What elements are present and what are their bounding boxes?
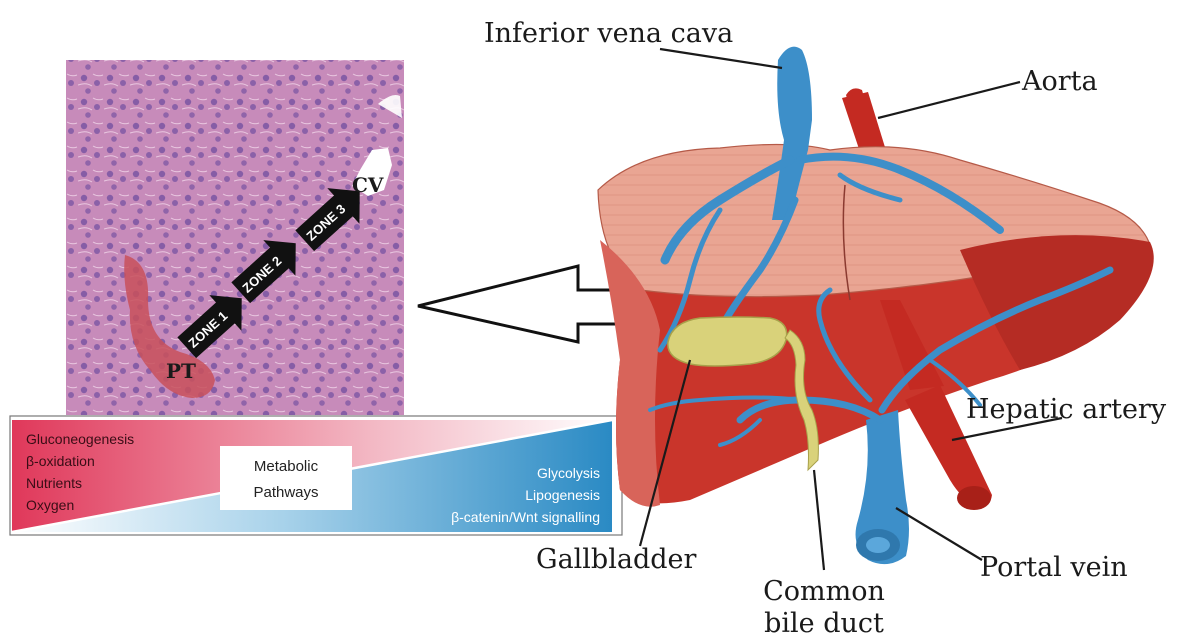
common-bile-duct-label-line2: bile duct xyxy=(764,608,884,639)
gallbladder-label: Gallbladder xyxy=(536,544,696,575)
right-item-glycolysis: Glycolysis xyxy=(537,465,600,481)
left-item-gluconeogenesis: Gluconeogenesis xyxy=(26,431,134,447)
hepatic-artery-label: Hepatic artery xyxy=(966,394,1167,425)
portal-triad-label: PT xyxy=(166,359,196,383)
liver-illustration xyxy=(598,47,1154,565)
right-item-lipogenesis: Lipogenesis xyxy=(525,487,600,503)
left-item-beta-oxidation: β-oxidation xyxy=(26,453,95,469)
gallbladder-organ xyxy=(668,317,787,366)
right-item-wnt-signalling: β-catenin/Wnt signalling xyxy=(451,509,600,525)
ivc-leader-line xyxy=(660,49,782,68)
pathways-title-line2: Pathways xyxy=(253,484,318,501)
histology-panel: ZONE 1 ZONE 2 ZONE 3 CV PT xyxy=(66,60,404,415)
portal-vein-label: Portal vein xyxy=(980,552,1128,583)
common-bile-duct-label-line1: Common xyxy=(763,576,885,607)
left-item-nutrients: Nutrients xyxy=(26,475,82,491)
left-item-oxygen: Oxygen xyxy=(26,497,74,513)
pathways-title-line1: Metabolic xyxy=(254,458,319,475)
central-vein-label: CV xyxy=(352,173,384,197)
inferior-vena-cava-label: Inferior vena cava xyxy=(484,18,733,49)
bile-duct-leader-line xyxy=(814,470,824,570)
aorta-label: Aorta xyxy=(1021,66,1098,97)
aorta-leader-line xyxy=(878,82,1020,118)
metabolic-gradient-bar: Metabolic Pathways Gluconeogenesis β-oxi… xyxy=(10,416,622,535)
tissue-section-image xyxy=(66,60,404,415)
